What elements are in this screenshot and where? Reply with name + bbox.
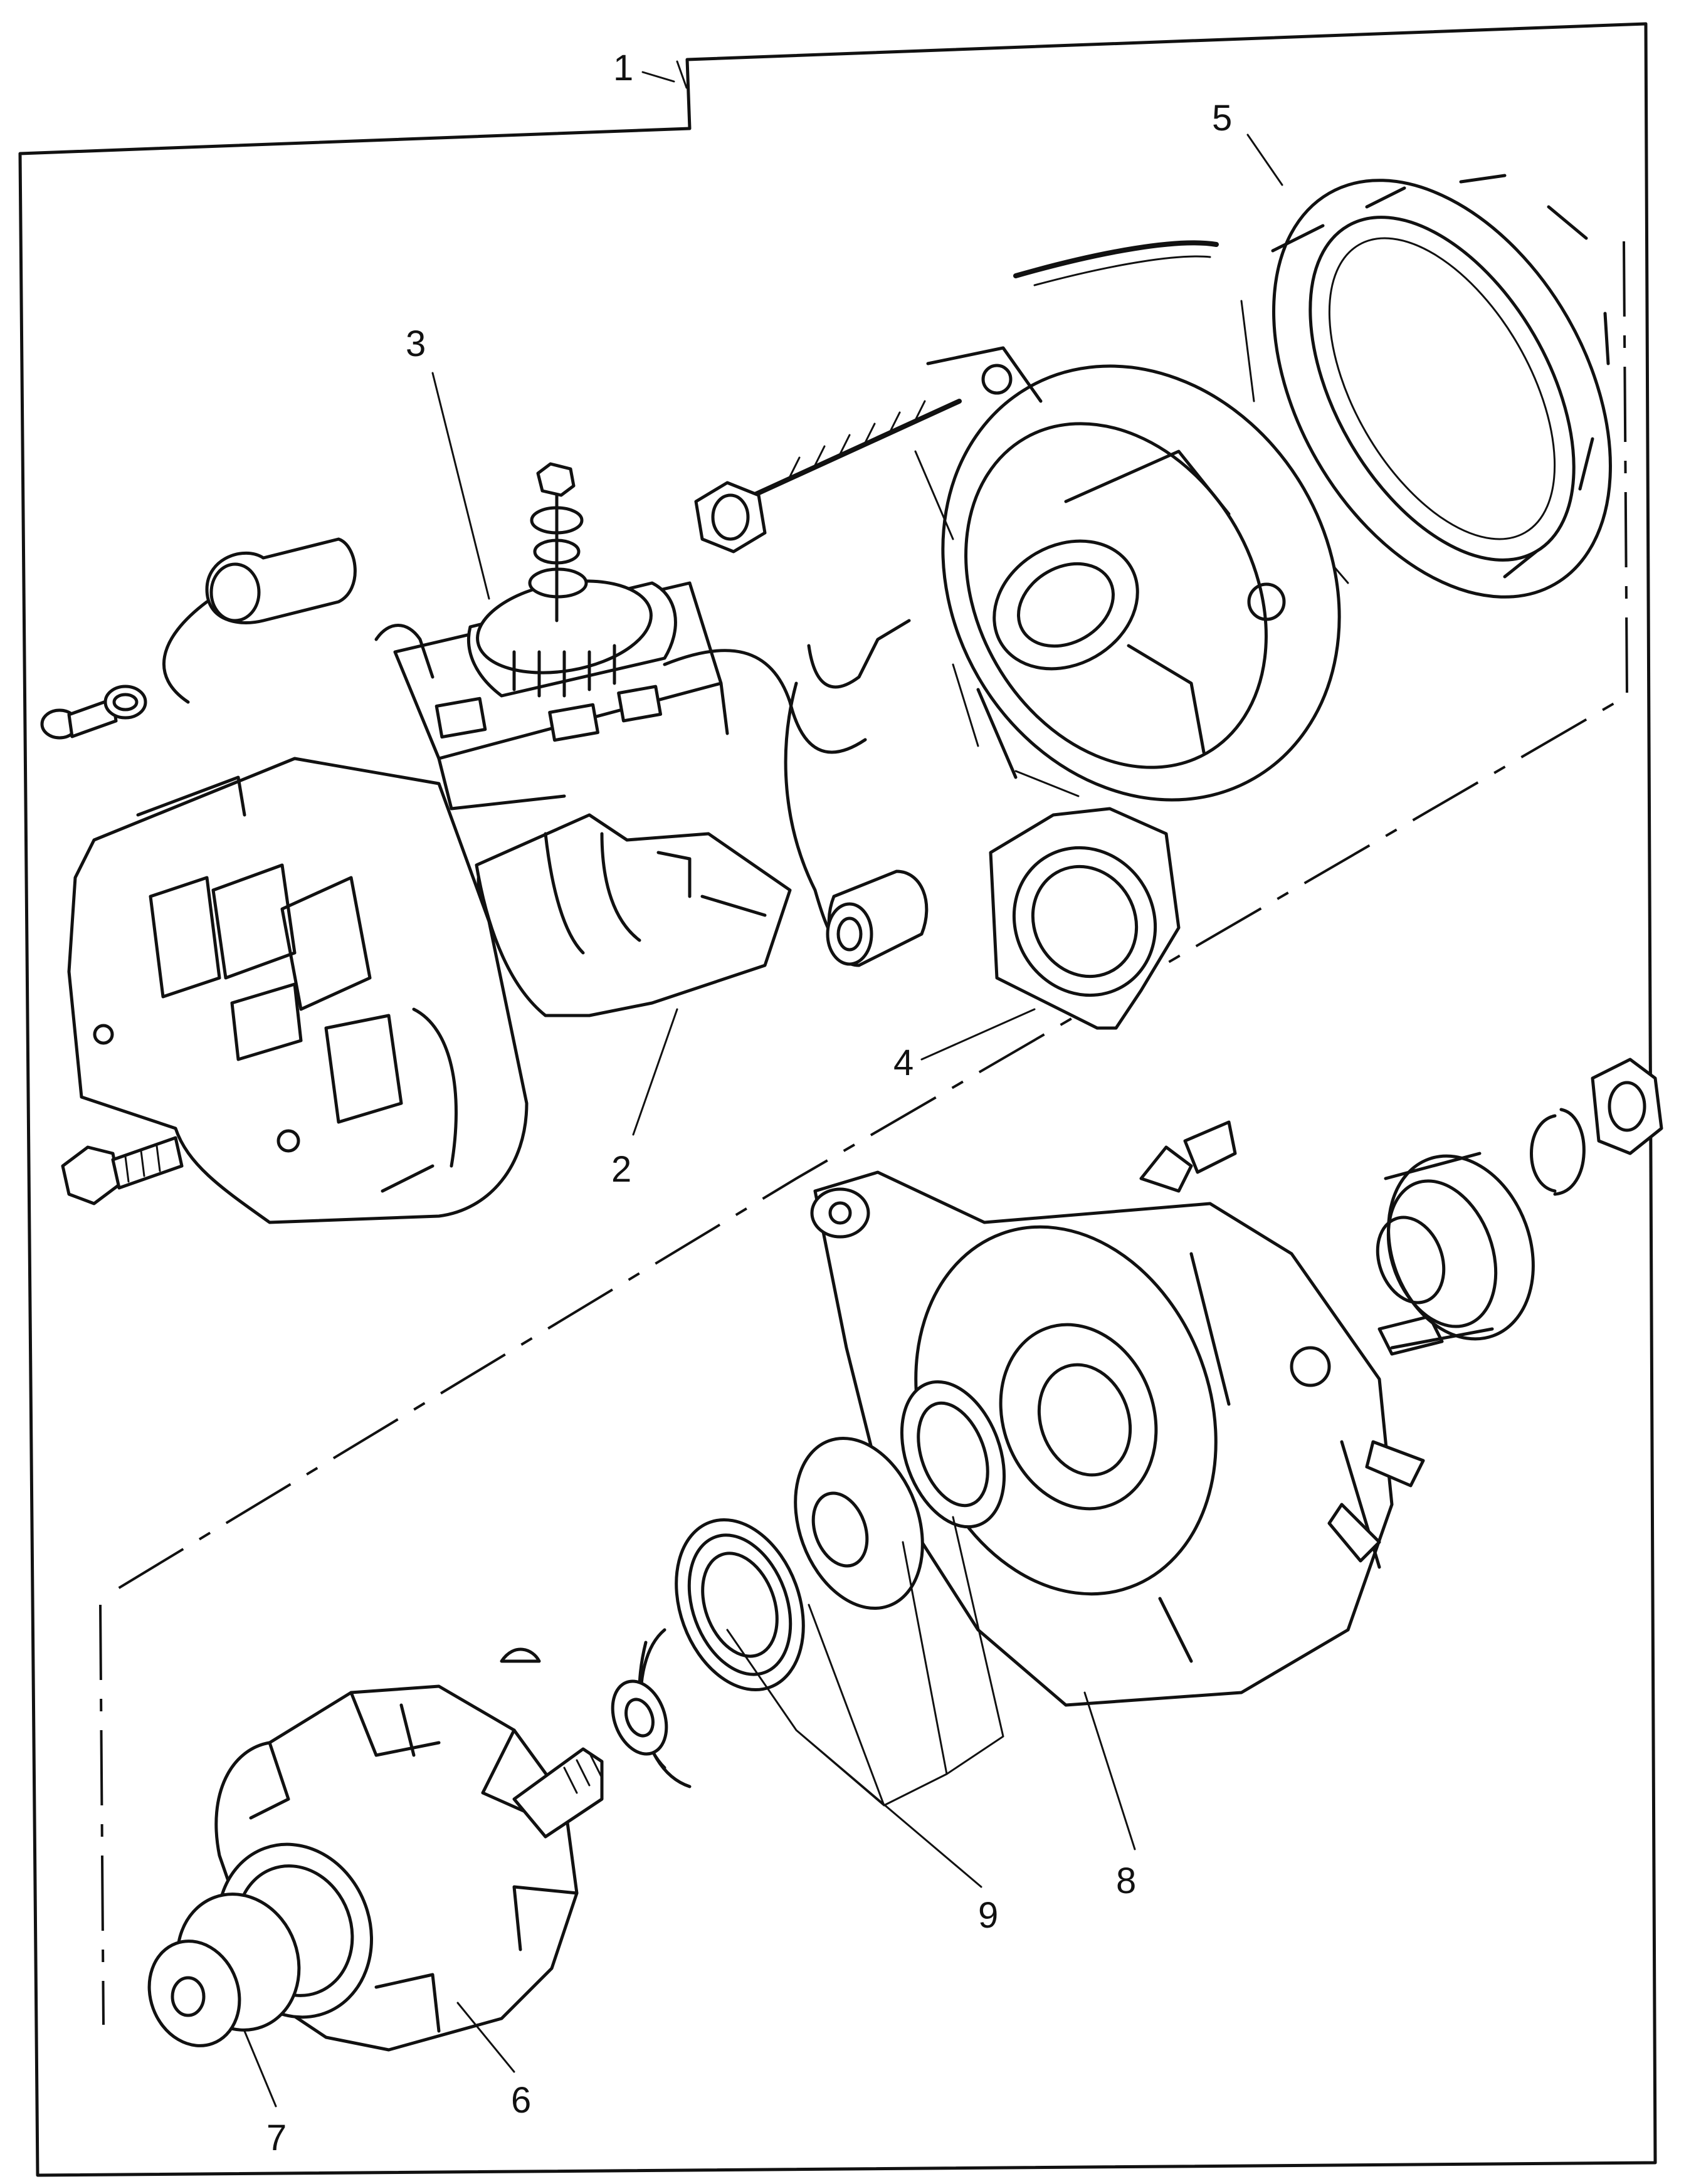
callout-2: 2 [611, 1149, 631, 1190]
leader-3 [431, 372, 490, 600]
separator-line-lower [99, 1604, 105, 2025]
leader-8 [1083, 1691, 1136, 1851]
end-cover [67, 757, 792, 1224]
separator-line-upper [105, 241, 1629, 1597]
leader-5 [1246, 134, 1283, 186]
rectifier-part-3 [393, 462, 729, 811]
callout-5: 5 [1212, 98, 1232, 139]
leader-7 [243, 2030, 277, 2108]
leader-2 [632, 1008, 678, 1136]
callout-3: 3 [406, 323, 426, 364]
brush-holder-part-4 [826, 807, 1181, 1030]
through-bolt [694, 399, 962, 554]
leader-1 [641, 71, 675, 83]
screw-lower-left [61, 1136, 184, 1205]
leader-4 [920, 1008, 1036, 1061]
capacitor-and-leads [162, 537, 911, 957]
callout-1: 1 [613, 48, 633, 88]
drive-end-housing-part-8 [810, 1058, 1663, 1707]
frame-border [18, 22, 1657, 2177]
slip-ring-end-housing [914, 346, 1341, 802]
screw-upper-left [40, 685, 147, 740]
callout-9: 9 [978, 1895, 998, 1936]
callout-8: 8 [1116, 1861, 1136, 1901]
callout-6: 6 [511, 2080, 531, 2121]
bearing-set-part-9 [500, 1380, 1006, 1788]
slip-rings-part-7 [147, 1842, 374, 2047]
leader-6 [456, 2002, 515, 2073]
callout-7: 7 [266, 2118, 287, 2158]
callout-4: 4 [893, 1042, 914, 1083]
leader-9 [726, 1516, 1004, 1888]
